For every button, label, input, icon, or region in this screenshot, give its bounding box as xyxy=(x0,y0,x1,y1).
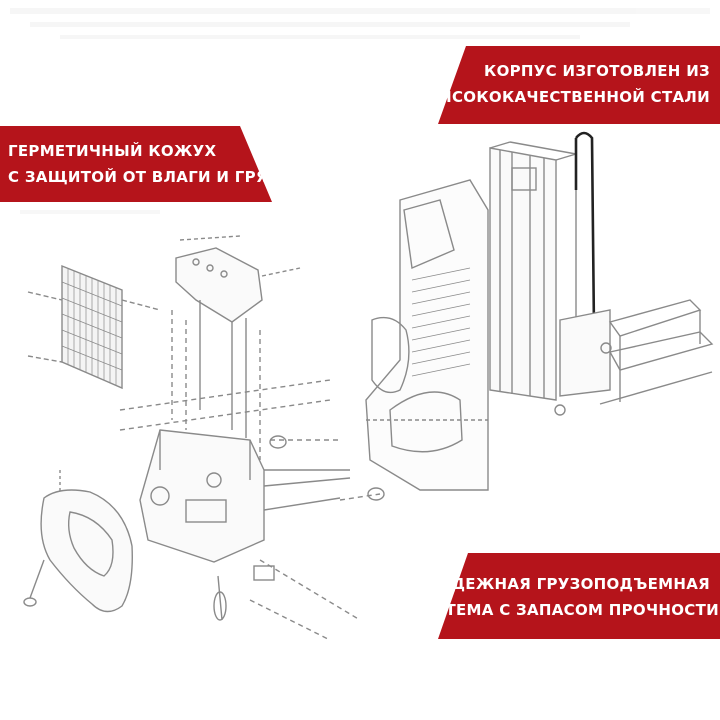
banner-sealed-cover-line1: ГЕРМЕТИЧНЫЙ КОЖУХ xyxy=(8,142,217,160)
mesh-cover xyxy=(27,264,161,390)
background-texture xyxy=(10,8,710,214)
banner-lifting-system-text: НАДЕЖНАЯ ГРУЗОПОДЪЕМНАЯ СИСТЕМА С ЗАПАСО… xyxy=(410,571,719,623)
banner-steel-body-text: КОРПУС ИЗГОТОВЛЕН ИЗ ВЫСОКОКАЧЕСТВЕННОЙ … xyxy=(410,58,710,110)
banner-sealed-cover-fill xyxy=(0,126,272,202)
banner-sealed-cover-text: ГЕРМЕТИЧНЫЙ КОЖУХ С ЗАЩИТОЙ ОТ ВЛАГИ И Г… xyxy=(8,138,292,190)
banner-steel-body-line1: КОРПУС ИЗГОТОВЛЕН ИЗ xyxy=(484,62,710,80)
body-housing xyxy=(365,179,489,491)
assembled-view xyxy=(365,131,714,491)
exploded-view xyxy=(23,235,385,641)
banner-sealed-cover-line2: С ЗАЩИТОЙ ОТ ВЛАГИ И ГРЯЗИ xyxy=(8,168,292,186)
banner-steel-body-fill xyxy=(438,46,720,124)
lifting-chain xyxy=(574,131,596,331)
tiller-handle xyxy=(23,470,133,613)
banner-steel-body-shape xyxy=(438,46,720,124)
forks xyxy=(554,299,714,416)
banner-steel-body: КОРПУС ИЗГОТОВЛЕН ИЗ ВЫСОКОКАЧЕСТВЕННОЙ … xyxy=(424,46,720,128)
banner-lifting-system-line1: НАДЕЖНАЯ ГРУЗОПОДЪЕМНАЯ xyxy=(426,575,710,593)
banner-steel-body-line2: ВЫСОКОКАЧЕСТВЕННОЙ СТАЛИ xyxy=(424,88,710,106)
assembly-guides xyxy=(119,310,381,641)
mast xyxy=(489,141,577,401)
small-parts xyxy=(213,435,385,621)
banner-lifting-system-fill xyxy=(438,553,720,639)
banner-lifting-system: НАДЕЖНАЯ ГРУЗОПОДЪЕМНАЯ СИСТЕМА С ЗАПАСО… xyxy=(410,553,720,643)
banner-sealed-cover: ГЕРМЕТИЧНЫЙ КОЖУХ С ЗАЩИТОЙ ОТ ВЛАГИ И Г… xyxy=(0,126,291,206)
banner-lifting-system-shape xyxy=(438,553,720,639)
base-chassis xyxy=(139,429,351,563)
banner-lifting-system-line2: СИСТЕМА С ЗАПАСОМ ПРОЧНОСТИ xyxy=(410,601,719,619)
banner-sealed-cover-shape xyxy=(0,126,272,202)
mast-top xyxy=(175,235,301,438)
